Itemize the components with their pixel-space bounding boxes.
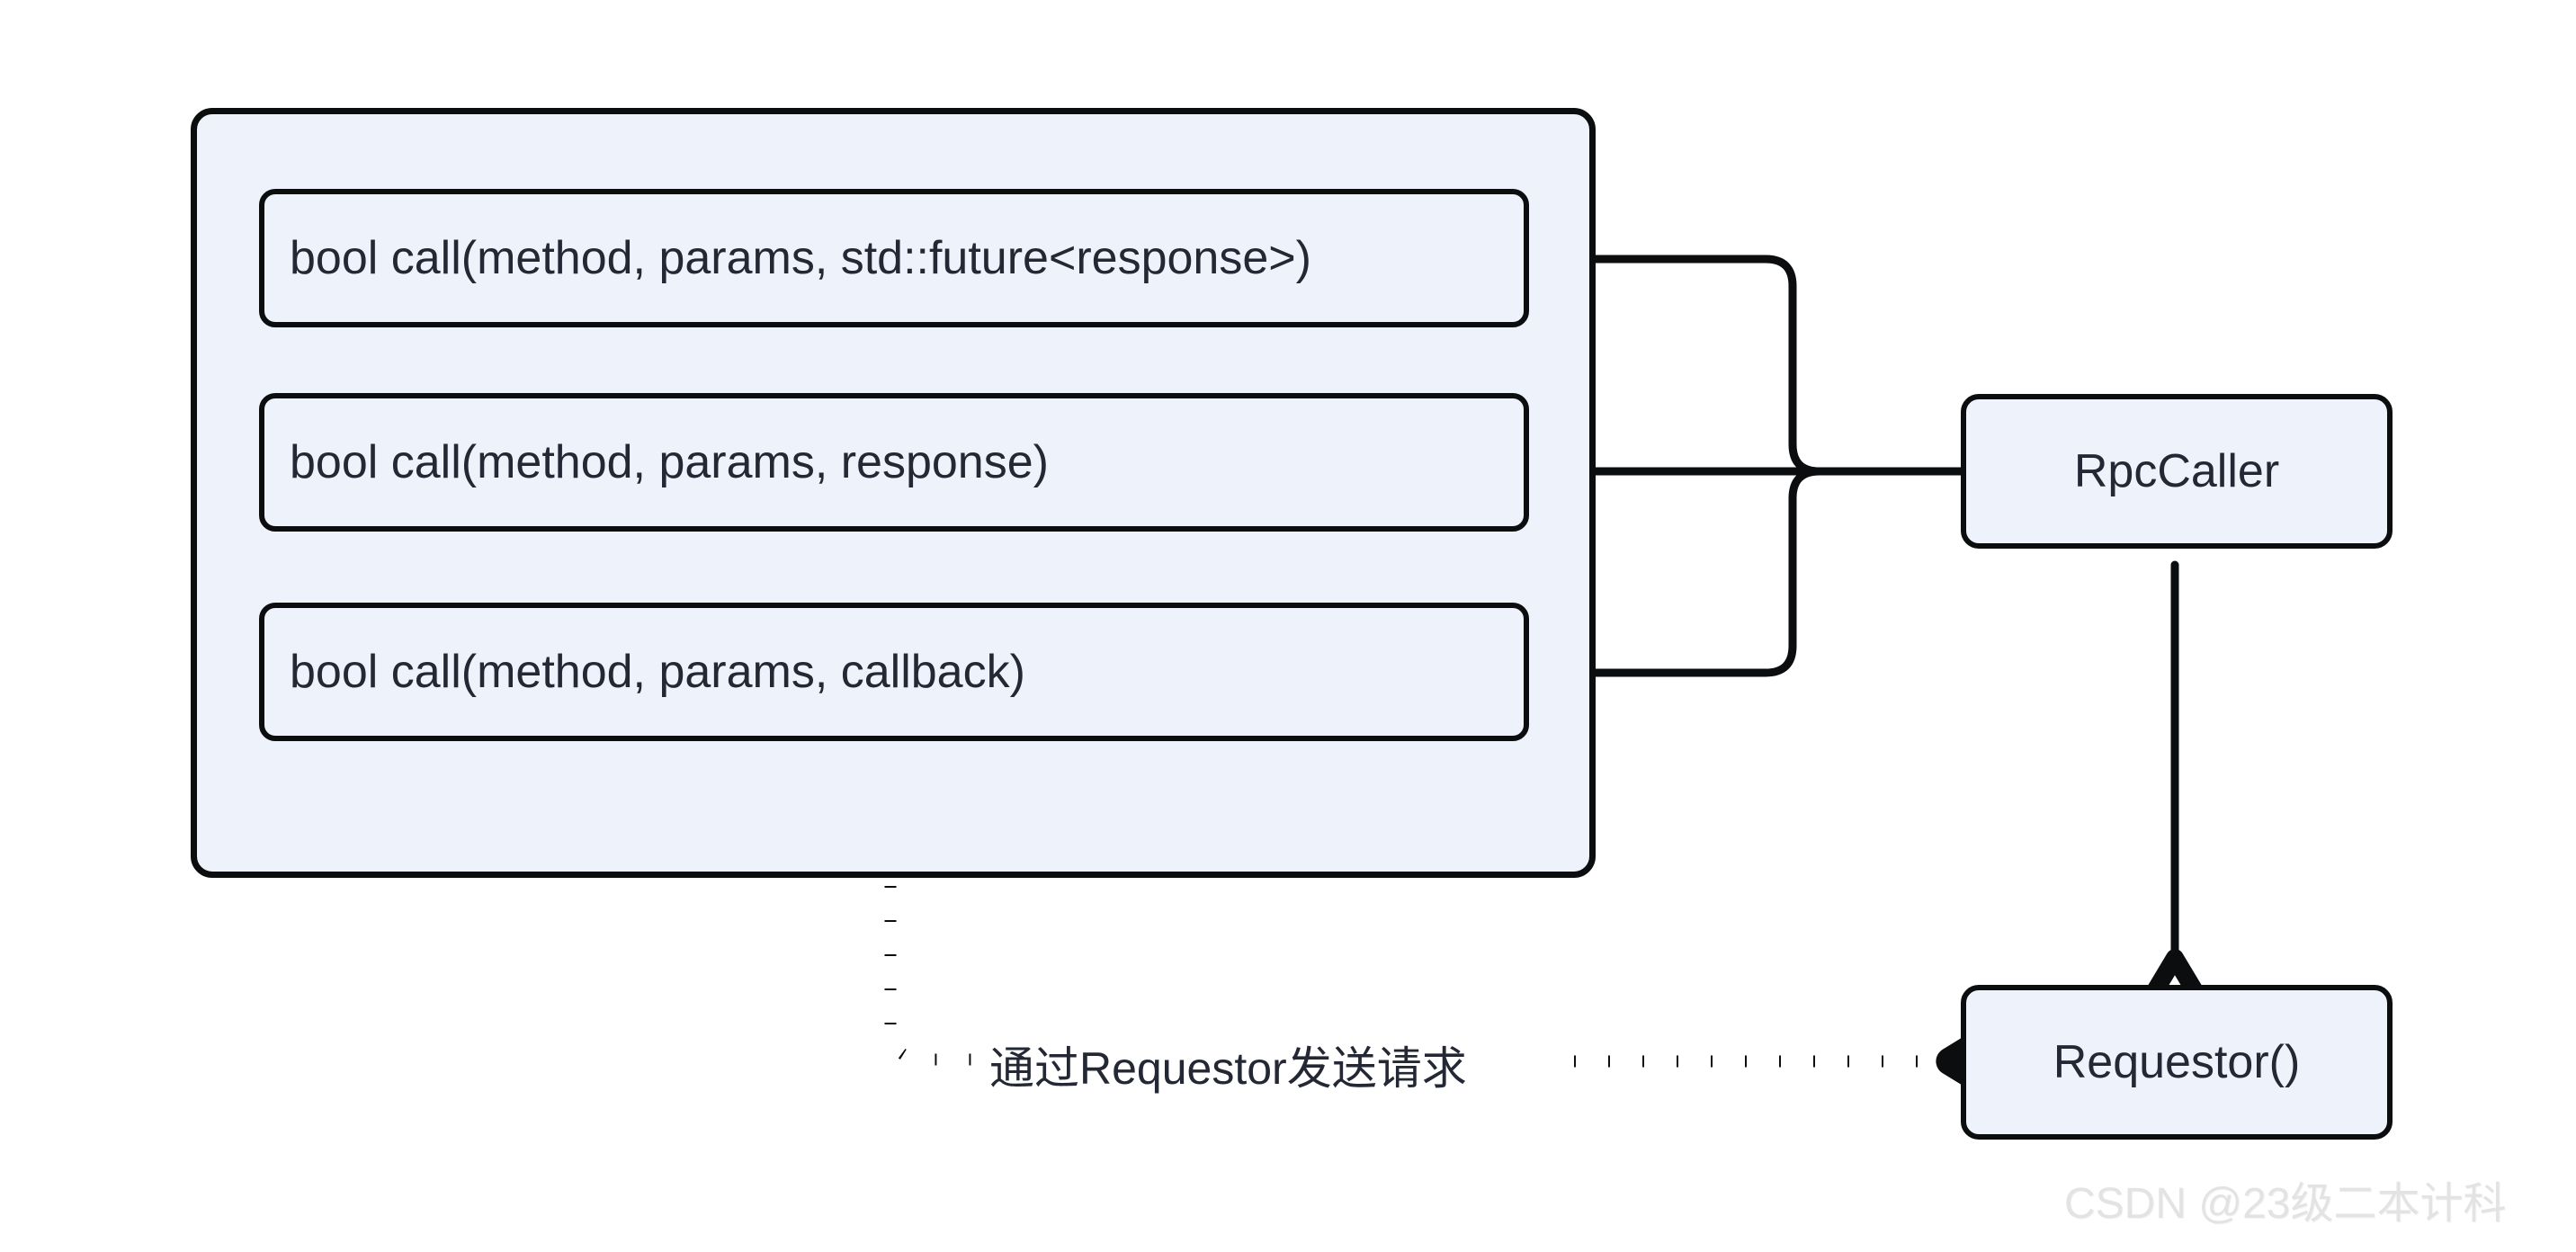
method-label-call-future: bool call(method, params, std::future<re… [290, 232, 1311, 284]
method-box-call-future[interactable]: bool call(method, params, std::future<re… [259, 189, 1529, 327]
edge-group-to-requestor-dotted-stem [884, 886, 971, 1066]
node-rpc-caller[interactable]: RpcCaller [1961, 394, 2393, 549]
method-box-call-response[interactable]: bool call(method, params, response) [259, 393, 1529, 532]
csdn-watermark: CSDN @23级二本计科 [2064, 1180, 2507, 1228]
node-label-requestor: Requestor() [2053, 1036, 2301, 1088]
method-box-call-callback[interactable]: bool call(method, params, callback) [259, 603, 1529, 741]
edge-rpccaller-to-call-callback [1553, 467, 1965, 673]
node-requestor[interactable]: Requestor() [1961, 985, 2393, 1140]
method-label-call-response: bool call(method, params, response) [290, 436, 1049, 488]
edge-rpccaller-to-call-future [1553, 259, 1965, 476]
node-label-rpc-caller: RpcCaller [2073, 445, 2280, 497]
edge-label-group-to-requestor: 通过Requestor发送请求 [989, 1043, 1467, 1094]
method-label-call-callback: bool call(method, params, callback) [290, 646, 1025, 698]
